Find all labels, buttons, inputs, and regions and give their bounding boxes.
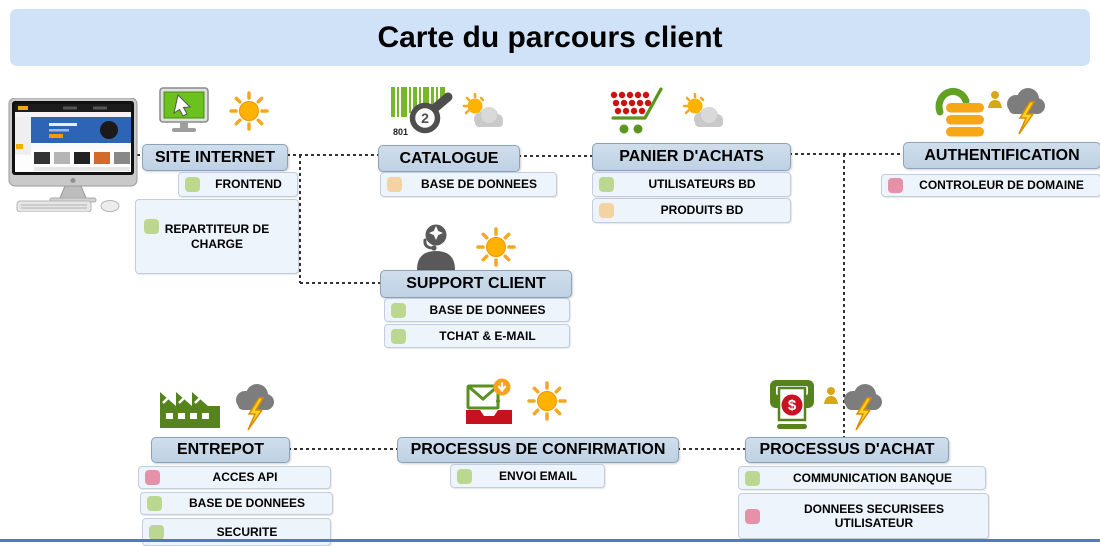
monitor-icon bbox=[159, 87, 209, 137]
connector-line bbox=[287, 154, 378, 156]
node-header-processus-achat[interactable]: PROCESSUS D'ACHAT bbox=[745, 437, 949, 463]
sun-icon bbox=[228, 90, 270, 132]
atm-icon: $ bbox=[766, 378, 818, 432]
item-base-de-donnees-support[interactable]: BASE DE DONNEES bbox=[384, 298, 570, 322]
status-chip bbox=[144, 219, 159, 234]
barcode-icon: 801 2 bbox=[390, 85, 458, 137]
connector-line bbox=[789, 153, 903, 155]
page-title: Carte du parcours client bbox=[10, 9, 1090, 66]
status-chip bbox=[599, 203, 614, 218]
svg-text:2: 2 bbox=[421, 110, 429, 126]
headset-agent-icon bbox=[412, 220, 462, 270]
node-header-site-internet[interactable]: SITE INTERNET bbox=[142, 144, 288, 171]
open-padlock-icon bbox=[930, 84, 990, 138]
item-utilisateurs-bd[interactable]: UTILISATEURS BD bbox=[592, 172, 791, 197]
status-chip bbox=[387, 177, 402, 192]
imac-photo bbox=[3, 98, 153, 212]
svg-text:$: $ bbox=[788, 397, 797, 414]
bottom-divider bbox=[0, 539, 1100, 542]
user-icon bbox=[822, 386, 838, 406]
connector-line bbox=[677, 448, 745, 450]
sun-icon bbox=[526, 380, 568, 422]
node-header-panier-achats[interactable]: PANIER D'ACHATS bbox=[592, 143, 791, 171]
connector-line bbox=[843, 154, 845, 437]
connector-line bbox=[299, 155, 301, 283]
status-chip bbox=[149, 524, 164, 540]
partly-cloudy-icon bbox=[460, 93, 504, 129]
node-header-authentification[interactable]: AUTHENTIFICATION bbox=[903, 142, 1100, 169]
status-chip bbox=[185, 177, 200, 192]
item-produits-bd[interactable]: PRODUITS BD bbox=[592, 198, 791, 223]
item-controleur-de-domaine[interactable]: CONTROLEUR DE DOMAINE bbox=[881, 174, 1100, 197]
connector-line bbox=[288, 448, 397, 450]
status-chip bbox=[391, 328, 406, 344]
node-header-catalogue[interactable]: CATALOGUE bbox=[378, 145, 520, 172]
item-repartiteur-de-charge[interactable]: REPARTITEUR DE CHARGE bbox=[135, 199, 299, 274]
storm-icon bbox=[840, 382, 884, 434]
item-donnees-securisees-utilisateur[interactable]: DONNEES SECURISEES UTILISATEUR bbox=[738, 493, 989, 539]
status-chip bbox=[599, 177, 614, 192]
partly-cloudy-icon bbox=[680, 93, 724, 129]
sun-icon bbox=[475, 226, 517, 268]
email-received-icon bbox=[462, 378, 516, 428]
item-envoi-email[interactable]: ENVOI EMAIL bbox=[450, 464, 605, 488]
status-chip bbox=[745, 470, 760, 486]
status-chip bbox=[745, 508, 760, 524]
connector-line bbox=[300, 282, 380, 284]
item-base-de-donnees-entrepot[interactable]: BASE DE DONNEES bbox=[140, 492, 333, 515]
status-chip bbox=[147, 496, 162, 511]
node-header-processus-confirmation[interactable]: PROCESSUS DE CONFIRMATION bbox=[397, 437, 679, 463]
svg-text:801: 801 bbox=[393, 127, 408, 137]
status-chip bbox=[888, 178, 903, 193]
node-header-support-client[interactable]: SUPPORT CLIENT bbox=[380, 270, 572, 298]
cart-icon bbox=[607, 87, 665, 137]
item-frontend[interactable]: FRONTEND bbox=[178, 172, 298, 197]
status-chip bbox=[391, 302, 406, 318]
status-chip bbox=[457, 468, 472, 484]
storm-icon bbox=[1003, 86, 1047, 138]
factory-icon bbox=[156, 380, 226, 430]
connector-line bbox=[518, 155, 592, 157]
status-chip bbox=[145, 470, 160, 485]
item-base-de-donnees[interactable]: BASE DE DONNEES bbox=[380, 172, 557, 197]
item-tchat-email[interactable]: TCHAT & E-MAIL bbox=[384, 324, 570, 348]
storm-icon bbox=[232, 382, 276, 434]
node-header-entrepot[interactable]: ENTREPOT bbox=[151, 437, 290, 463]
user-icon bbox=[986, 90, 1002, 110]
item-acces-api[interactable]: ACCES API bbox=[138, 466, 331, 489]
item-communication-banque[interactable]: COMMUNICATION BANQUE bbox=[738, 466, 986, 490]
